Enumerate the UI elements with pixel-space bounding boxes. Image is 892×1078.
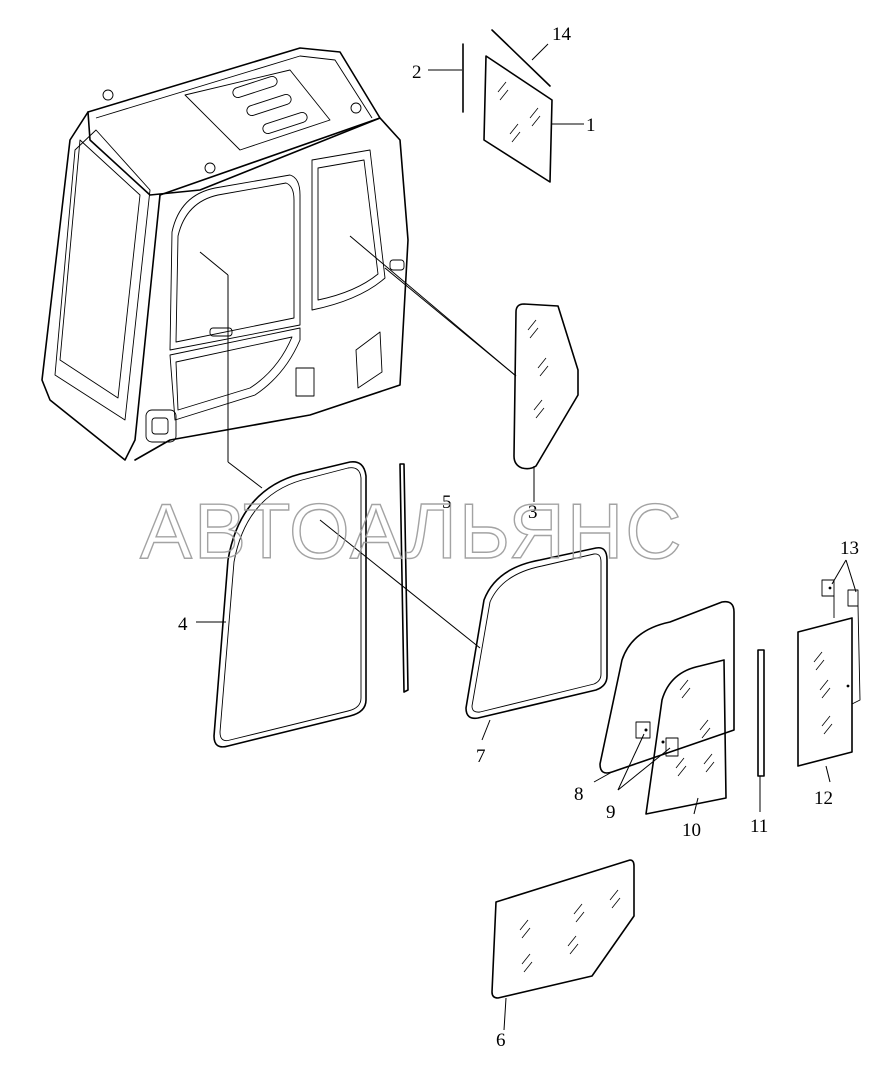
part-8-lower-glass-panel <box>599 600 735 774</box>
part-1-rear-glass <box>483 55 553 183</box>
callout-2: 2 <box>412 62 422 83</box>
callout-1: 1 <box>586 115 596 136</box>
callout-7: 7 <box>476 746 486 767</box>
part-7-lower-door-seal <box>465 546 608 720</box>
callout-11: 11 <box>750 816 768 837</box>
part-11-seal-strip <box>757 649 765 777</box>
callout-13: 13 <box>840 538 859 559</box>
part-3-side-glass <box>513 303 579 470</box>
callout-12: 12 <box>814 788 833 809</box>
callout-6: 6 <box>496 1030 506 1051</box>
part-6-lower-front-glass <box>491 859 635 999</box>
part-9-clips <box>635 721 679 757</box>
callout-14: 14 <box>552 24 572 45</box>
callout-8: 8 <box>574 784 584 805</box>
callout-4: 4 <box>178 614 188 635</box>
part-12-side-glass <box>797 617 853 767</box>
callout-3: 3 <box>528 502 538 523</box>
callout-9: 9 <box>606 802 616 823</box>
leader-lines <box>196 43 857 1031</box>
part-14-seal-strip <box>491 29 551 87</box>
part-4-door-seal <box>213 460 367 748</box>
watermark-text: АВТОАЛЬЯНС <box>140 487 684 575</box>
callout-10: 10 <box>682 820 701 841</box>
part-10-lower-glass <box>645 659 727 815</box>
part-5-seal-strip <box>399 463 409 693</box>
operator-cab <box>41 47 409 461</box>
callout-5: 5 <box>442 492 452 513</box>
callout-labels: 1 2 3 4 5 6 7 8 9 10 11 12 13 14 <box>178 24 859 1051</box>
part-13-clips <box>821 579 861 705</box>
